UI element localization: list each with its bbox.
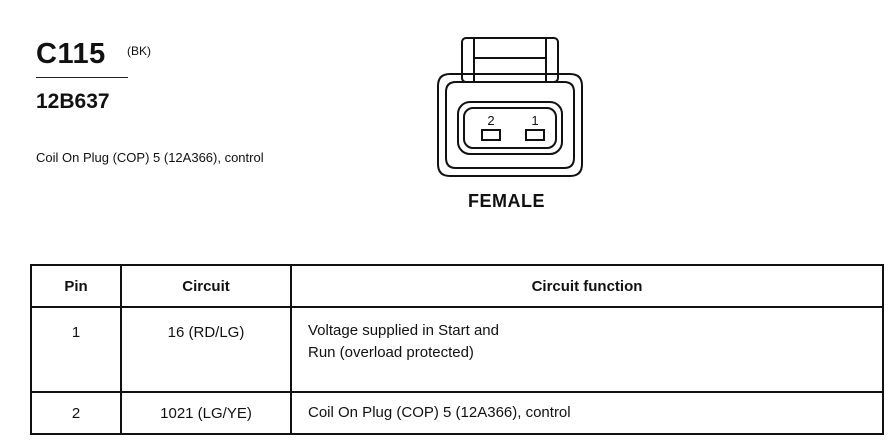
cell-circuit: 1021 (LG/YE) — [120, 391, 292, 435]
pin-label-2: 2 — [487, 113, 494, 128]
function-line: Run (overload protected) — [308, 344, 474, 361]
connector-face-diagram: 2 1 — [437, 37, 583, 177]
connector-gender: FEMALE — [468, 191, 545, 211]
terminal-1 — [525, 129, 545, 141]
cell-pin: 1 — [30, 306, 122, 393]
connector-id: C115 — [36, 38, 106, 70]
terminal-cavity — [457, 101, 563, 155]
cell-circuit: 16 (RD/LG) — [120, 306, 292, 393]
header-pin: Pin — [30, 264, 122, 308]
table-header-row: Pin Circuit Circuit function — [30, 264, 884, 308]
header-circuit: Circuit — [120, 264, 292, 308]
pin-table: Pin Circuit Circuit function 1 16 (RD/LG… — [30, 264, 884, 435]
cell-pin: 2 — [30, 391, 122, 435]
part-number: 12B637 — [36, 90, 110, 113]
connector-description: Coil On Plug (COP) 5 (12A366), control — [36, 150, 264, 165]
locking-tab — [461, 37, 559, 83]
function-line: Coil On Plug (COP) 5 (12A366), control — [308, 404, 571, 421]
connector-housing — [437, 73, 583, 177]
pin-label-1: 1 — [531, 113, 538, 128]
header-circuit-function: Circuit function — [290, 264, 884, 308]
cell-circuit-function: Coil On Plug (COP) 5 (12A366), control — [290, 391, 884, 435]
connector-color: (BK) — [127, 44, 151, 58]
table-row: 2 1021 (LG/YE) Coil On Plug (COP) 5 (12A… — [30, 391, 884, 435]
cell-circuit-function: Voltage supplied in Start and Run (overl… — [290, 306, 884, 393]
table-row: 1 16 (RD/LG) Voltage supplied in Start a… — [30, 306, 884, 393]
title-underline — [36, 77, 128, 78]
terminal-2 — [481, 129, 501, 141]
function-line: Voltage supplied in Start and — [308, 322, 499, 339]
